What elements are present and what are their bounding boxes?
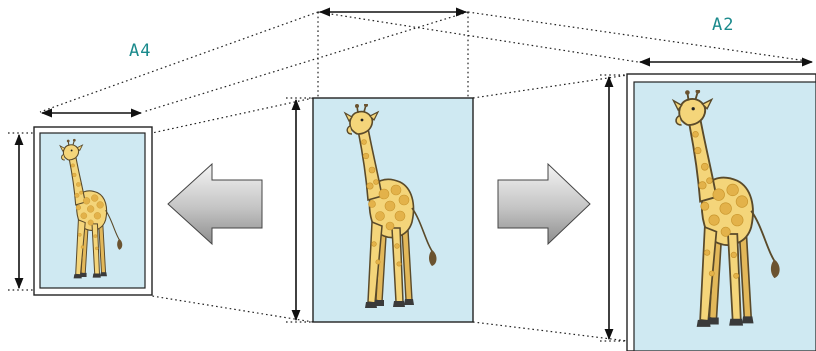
arrow-right-icon [497, 162, 591, 246]
large-paper [626, 73, 816, 351]
small-paper [33, 126, 153, 296]
dimension-arrows [14, 7, 814, 341]
original-paper [312, 97, 474, 323]
paper-size-label-small: A4 [129, 41, 152, 61]
paper-size-label-large: A2 [712, 15, 735, 35]
arrow-left-icon [167, 162, 263, 246]
projection-lines [8, 11, 815, 342]
